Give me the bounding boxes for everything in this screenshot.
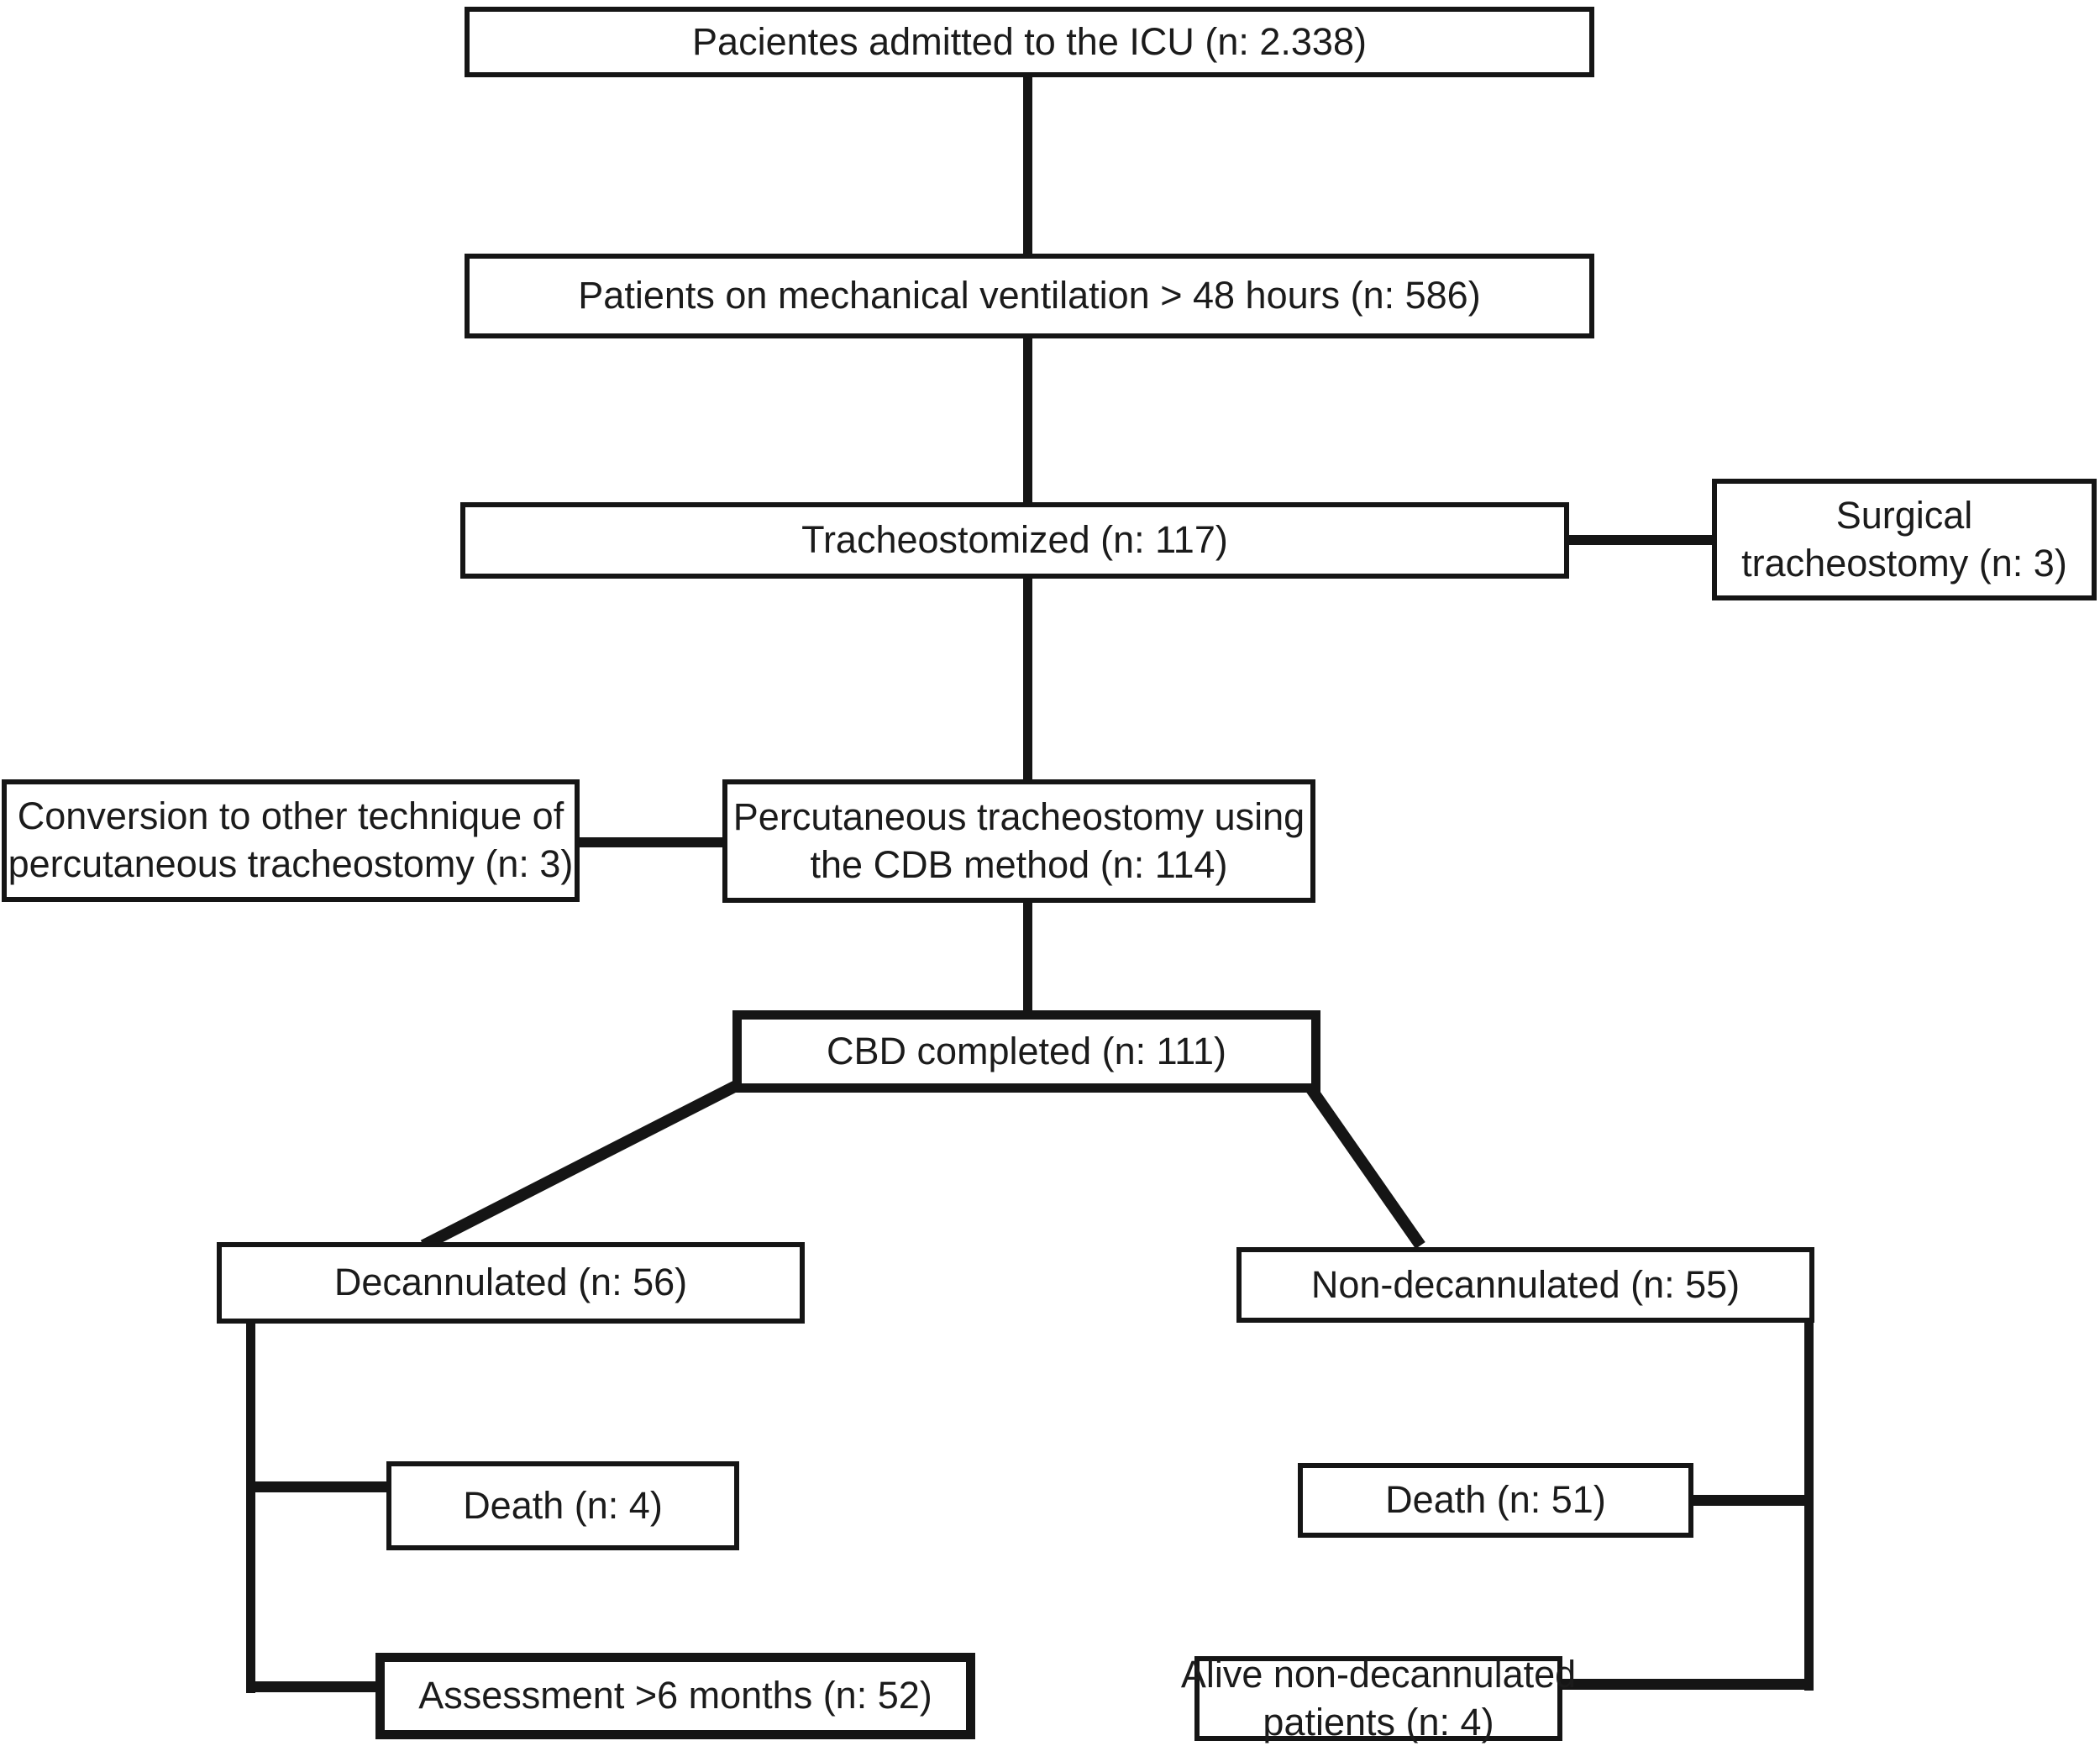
connector-percutaneous-to-cbd	[1023, 901, 1032, 1012]
box-conversion-line2: percutaneous tracheostomy (n: 3)	[8, 841, 574, 889]
connector-to-alive	[1561, 1679, 1806, 1690]
box-death-decannulated: Death (n: 4)	[386, 1461, 739, 1550]
box-decannulated: Decannulated (n: 56)	[217, 1242, 805, 1324]
connector-non-decannulated-spine	[1804, 1321, 1814, 1691]
box-decannulated-label: Decannulated (n: 56)	[334, 1259, 687, 1307]
box-alive-line1: Alive non-decannulated	[1181, 1651, 1576, 1699]
connector-tracheostomized-to-percutaneous	[1023, 577, 1032, 781]
box-surgical-tracheostomy-line1: Surgical	[1836, 492, 1973, 540]
box-conversion-line1: Conversion to other technique of	[18, 793, 564, 841]
box-assessment-6-months: Assessment >6 months (n: 52)	[375, 1653, 975, 1739]
box-alive-non-decannulated: Alive non-decannulated patients (n: 4)	[1194, 1656, 1562, 1741]
box-mechanical-ventilation: Patients on mechanical ventilation > 48 …	[465, 254, 1594, 338]
box-non-decannulated-label: Non-decannulated (n: 55)	[1311, 1261, 1740, 1309]
box-percutaneous-line2: the CDB method (n: 114)	[811, 842, 1228, 889]
box-tracheostomized-label: Tracheostomized (n: 117)	[801, 516, 1228, 564]
box-assessment-6-months-label: Assessment >6 months (n: 52)	[418, 1672, 932, 1720]
box-cbd-completed-label: CBD completed (n: 111)	[827, 1028, 1226, 1076]
box-death-non-decannulated: Death (n: 51)	[1298, 1463, 1693, 1538]
connector-ventilation-to-tracheostomized	[1023, 337, 1032, 504]
connector-percutaneous-to-conversion	[578, 837, 724, 847]
box-percutaneous-line1: Percutaneous tracheostomy using	[733, 794, 1305, 842]
box-conversion-other-technique: Conversion to other technique of percuta…	[2, 779, 580, 902]
box-percutaneous-cdb: Percutaneous tracheostomy using the CDB …	[722, 779, 1315, 903]
box-cbd-completed: CBD completed (n: 111)	[732, 1010, 1320, 1093]
box-tracheostomized: Tracheostomized (n: 117)	[460, 502, 1569, 579]
connector-decannulated-spine	[246, 1322, 255, 1693]
box-mechanical-ventilation-label: Patients on mechanical ventilation > 48 …	[578, 272, 1480, 320]
connector-cbd-to-non-decannulated	[1308, 1084, 1420, 1245]
box-alive-line2: patients (n: 4)	[1263, 1699, 1494, 1746]
box-death-non-decannulated-label: Death (n: 51)	[1385, 1476, 1606, 1524]
connector-to-death-51	[1692, 1495, 1806, 1506]
box-surgical-tracheostomy-line2: tracheostomy (n: 3)	[1741, 540, 2067, 588]
connector-to-assessment	[254, 1681, 377, 1692]
box-surgical-tracheostomy: Surgical tracheostomy (n: 3)	[1712, 479, 2097, 600]
box-icu-admitted-label: Pacientes admitted to the ICU (n: 2.338)	[692, 18, 1367, 66]
connector-to-death-4	[254, 1481, 388, 1492]
connector-tracheostomized-to-surgical	[1567, 535, 1714, 545]
box-icu-admitted: Pacientes admitted to the ICU (n: 2.338)	[465, 7, 1594, 77]
connector-cbd-to-decannulated	[423, 1084, 739, 1245]
box-death-decannulated-label: Death (n: 4)	[463, 1482, 663, 1530]
box-non-decannulated: Non-decannulated (n: 55)	[1236, 1247, 1814, 1323]
connector-icu-to-ventilation	[1023, 76, 1032, 255]
